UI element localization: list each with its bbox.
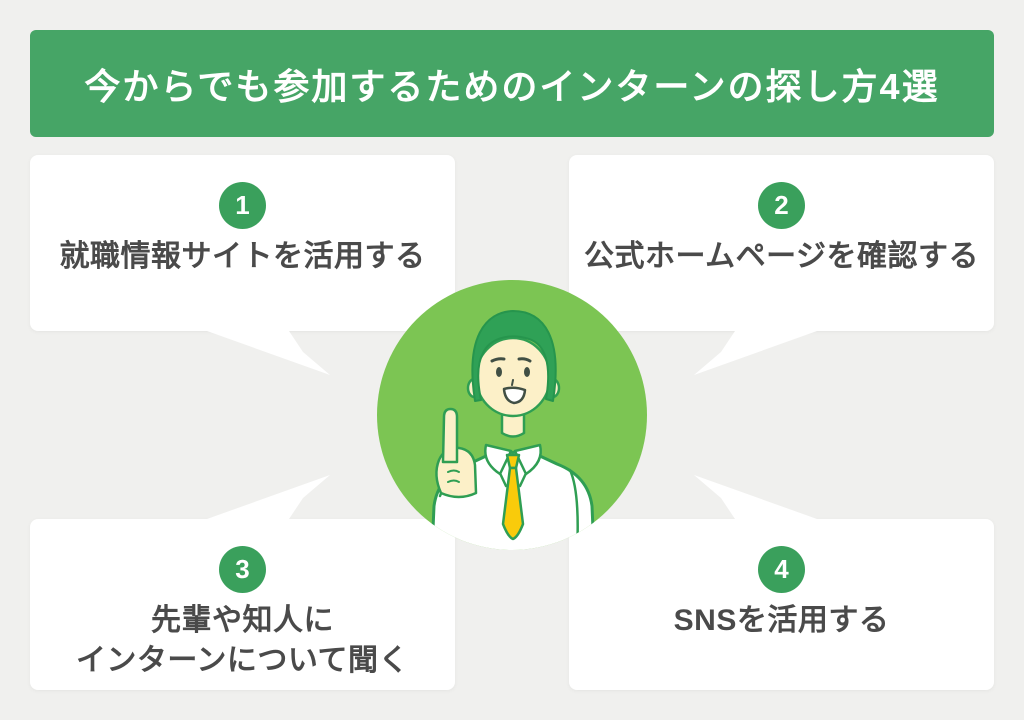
character-tie-knot <box>505 453 521 470</box>
character-index-finger <box>441 407 459 464</box>
item-card-3: 3 先輩や知人に インターンについて聞く <box>30 519 455 690</box>
header-banner: 今からでも参加するためのインターンの探し方4選 <box>30 30 994 137</box>
bubble-tail-1 <box>207 331 330 375</box>
item-card-2: 2 公式ホームページを確認する <box>569 155 994 331</box>
character-tie <box>501 466 525 541</box>
character-face <box>474 336 552 418</box>
character-eye-right <box>524 367 530 377</box>
bubble-tail-3 <box>207 475 330 519</box>
man-pointing-up-icon <box>377 280 647 550</box>
center-character-illustration <box>377 280 647 550</box>
item-label-3-line2: インターンについて聞く <box>75 644 410 677</box>
character-collar-left <box>484 443 513 476</box>
item-number-badge-4: 4 <box>758 546 805 593</box>
item-card-4: 4 SNSを活用する <box>569 519 994 690</box>
character-nose <box>511 379 514 386</box>
character-eyebrows <box>490 357 532 363</box>
item-number-badge-2: 2 <box>758 182 805 229</box>
item-label-4: SNSを活用する <box>673 604 890 637</box>
character-mouth <box>502 386 527 405</box>
bubble-tail-4 <box>694 475 817 519</box>
character-collar-right <box>513 443 542 476</box>
item-card-1: 1 就職情報サイトを活用する <box>30 155 455 331</box>
item-number-badge-1: 1 <box>219 182 266 229</box>
character-knuckles <box>447 469 460 483</box>
item-number-badge-3: 3 <box>219 546 266 593</box>
item-label-1: 就職情報サイトを活用する <box>59 240 426 273</box>
character-eye-left <box>496 367 502 377</box>
page-title: 今からでも参加するためのインターンの探し方4選 <box>84 65 940 107</box>
item-label-2: 公式ホームページを確認する <box>584 240 979 273</box>
character-hair <box>471 310 557 402</box>
item-label-3-line1: 先輩や知人に <box>151 604 334 637</box>
bubble-tail-2 <box>694 331 817 375</box>
